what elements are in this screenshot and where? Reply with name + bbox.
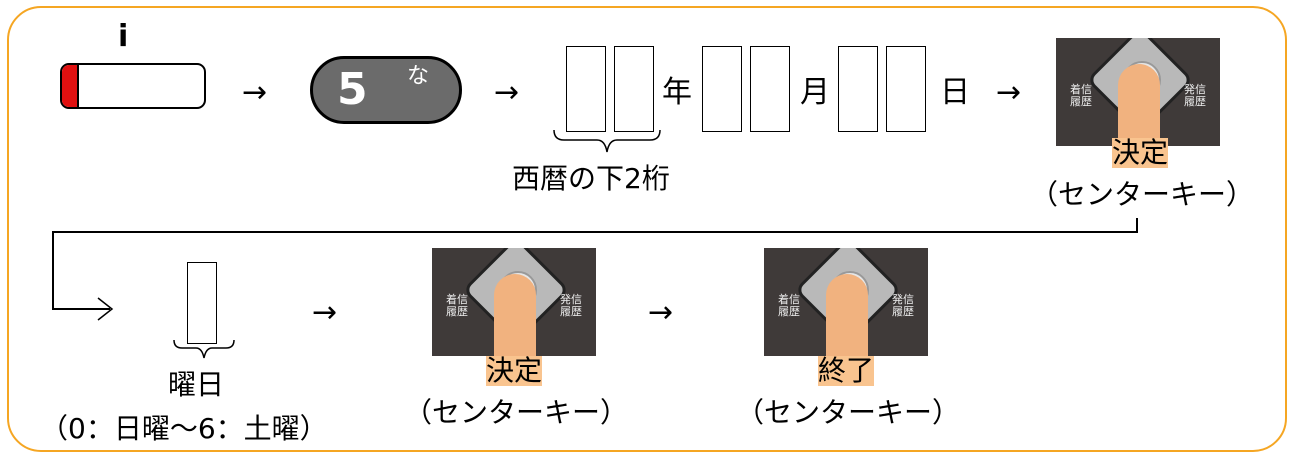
connector-line bbox=[52, 308, 110, 310]
weekday-digit-box bbox=[187, 262, 217, 344]
photo-label-left: 着信履歴 bbox=[1070, 83, 1092, 108]
weekday-brace bbox=[173, 339, 235, 359]
center-key-photo-2: 着信履歴 発信履歴 bbox=[432, 248, 596, 356]
arrow-4: → bbox=[312, 295, 338, 330]
photo-label-left: 着信履歴 bbox=[446, 293, 468, 318]
end-sub-label: （センターキー） bbox=[736, 396, 961, 429]
end-label: 終了 bbox=[818, 354, 875, 387]
key-5-kana: な bbox=[407, 64, 430, 89]
connector-line bbox=[52, 231, 54, 309]
key-5-number: 5 bbox=[337, 64, 368, 115]
month-digit-box-1 bbox=[702, 46, 742, 132]
day-label: 日 bbox=[940, 75, 970, 110]
day-digit-box-1 bbox=[838, 46, 878, 132]
diagram-frame bbox=[7, 6, 1287, 452]
i-key-label: i bbox=[118, 19, 129, 54]
connector-line bbox=[52, 231, 1138, 233]
confirm-label-2: 決定 bbox=[486, 354, 543, 387]
year-digit-box-1 bbox=[566, 46, 606, 132]
month-label: 月 bbox=[800, 75, 830, 110]
confirm-label-1: 決定 bbox=[1112, 136, 1169, 169]
photo-label-right: 発信履歴 bbox=[1184, 83, 1206, 108]
arrow-3: → bbox=[996, 75, 1022, 110]
connector-line bbox=[1136, 218, 1138, 232]
photo-label-right: 発信履歴 bbox=[892, 293, 914, 318]
arrow-1: → bbox=[242, 75, 268, 110]
year-digit-box-2 bbox=[614, 46, 654, 132]
weekday-label: 曜日 bbox=[168, 368, 225, 401]
center-key-photo-1: 着信履歴 発信履歴 bbox=[1056, 38, 1220, 146]
center-key-photo-3: 着信履歴 発信履歴 bbox=[764, 248, 928, 356]
photo-label-right: 発信履歴 bbox=[560, 293, 582, 318]
day-digit-box-2 bbox=[886, 46, 926, 132]
year-note: 西暦の下2桁 bbox=[512, 162, 670, 195]
connector-arrowhead-icon bbox=[97, 297, 114, 321]
month-digit-box-2 bbox=[750, 46, 790, 132]
photo-label-left: 着信履歴 bbox=[778, 293, 800, 318]
weekday-note: （0：日曜〜6：土曜） bbox=[40, 412, 328, 445]
i-mode-key-icon bbox=[60, 63, 206, 109]
key-5-icon: 5 な bbox=[310, 56, 462, 124]
confirm-sub-label-2: （センターキー） bbox=[404, 396, 629, 429]
year-label: 年 bbox=[662, 75, 692, 110]
year-brace bbox=[553, 129, 661, 153]
confirm-sub-label-1: （センターキー） bbox=[1030, 178, 1255, 211]
arrow-5: → bbox=[648, 295, 674, 330]
arrow-2: → bbox=[494, 75, 520, 110]
